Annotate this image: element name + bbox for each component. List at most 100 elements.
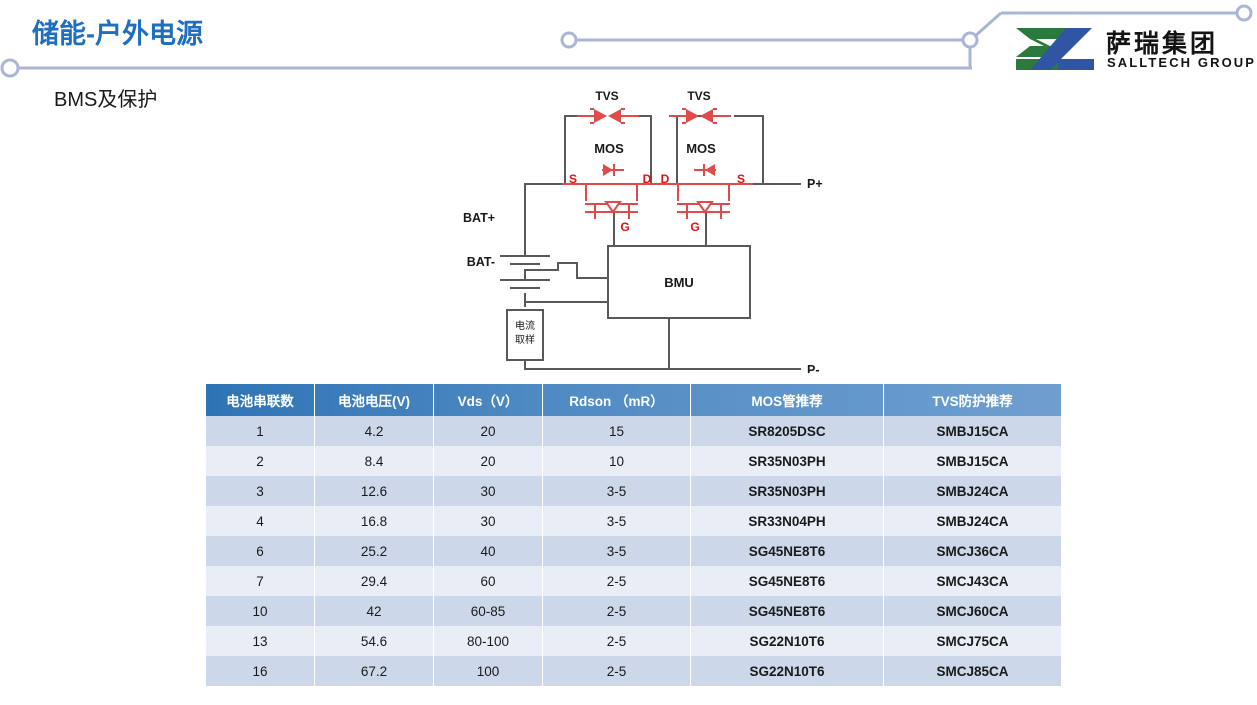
table-cell-3-4: SR33N04PH — [690, 506, 884, 536]
table-cell-1-0: 2 — [206, 446, 315, 476]
mos-left-channel — [585, 183, 638, 201]
table-cell-3-0: 4 — [206, 506, 315, 536]
label-mos-left-d: D — [643, 172, 652, 186]
deco-line-diag — [973, 11, 1002, 39]
table-cell-8-1: 67.2 — [314, 656, 434, 686]
logo-blue-slash — [1030, 28, 1092, 70]
col-header-vds: Vds（V） — [433, 384, 543, 416]
table-cell-4-1: 25.2 — [314, 536, 434, 566]
label-bat-minus: BAT- — [467, 255, 495, 269]
table-cell-0-2: 20 — [433, 416, 543, 446]
label-p-minus: P- — [807, 363, 820, 373]
table-cell-4-2: 40 — [433, 536, 543, 566]
table-cell-1-5: SMBJ15CA — [883, 446, 1061, 476]
label-mos-right: MOS — [686, 141, 716, 156]
table-cell-5-0: 7 — [206, 566, 315, 596]
table-cell-3-2: 30 — [433, 506, 543, 536]
table-cell-3-5: SMBJ24CA — [883, 506, 1061, 536]
table-cell-6-1: 42 — [314, 596, 434, 626]
mos-left-body-diode — [603, 164, 613, 176]
label-mos-right-d: D — [661, 172, 670, 186]
label-mos-left: MOS — [594, 141, 624, 156]
wire-batminus-tap — [524, 262, 609, 279]
label-bmu: BMU — [664, 275, 694, 290]
deco-node-right — [1235, 4, 1253, 22]
label-shunt-line2: 取样 — [515, 333, 535, 346]
table-cell-8-5: SMCJ85CA — [883, 656, 1061, 686]
table-cell-2-1: 12.6 — [314, 476, 434, 506]
label-tvs-left: TVS — [595, 89, 618, 103]
table-cell-3-1: 16.8 — [314, 506, 434, 536]
table-cell-0-0: 1 — [206, 416, 315, 446]
spec-table-container: 电池串联数 电池电压(V) Vds（V） Rdson （mR） MOS管推荐 T… — [206, 384, 1061, 686]
mos-right-channel — [677, 183, 730, 201]
label-mos-left-s: S — [569, 172, 577, 186]
table-cell-7-4: SG22N10T6 — [690, 626, 884, 656]
deco-node-junction — [961, 31, 979, 49]
table-cell-6-5: SMCJ60CA — [883, 596, 1061, 626]
table-cell-5-4: SG45NE8T6 — [690, 566, 884, 596]
logo-blue-foot — [1058, 59, 1094, 70]
wire-shunt-bottom — [524, 359, 776, 370]
label-bat-plus: BAT+ — [463, 211, 495, 225]
table-cell-6-4: SG45NE8T6 — [690, 596, 884, 626]
table-cell-7-1: 54.6 — [314, 626, 434, 656]
label-mos-right-s: S — [737, 172, 745, 186]
table-cell-3-3: 3-5 — [542, 506, 691, 536]
mos-left-arrow — [604, 201, 622, 214]
table-cell-8-2: 100 — [433, 656, 543, 686]
header-decoration — [0, 4, 1253, 78]
logo-mark-icon — [1016, 28, 1094, 70]
table-cell-5-3: 2-5 — [542, 566, 691, 596]
label-mos-right-g: G — [690, 220, 699, 234]
table-cell-6-2: 60-85 — [433, 596, 543, 626]
table-cell-1-3: 10 — [542, 446, 691, 476]
table-cell-6-3: 2-5 — [542, 596, 691, 626]
table-cell-6-0: 10 — [206, 596, 315, 626]
table-cell-7-0: 13 — [206, 626, 315, 656]
table-cell-2-2: 30 — [433, 476, 543, 506]
logo-name-cn: 萨瑞集团 — [1106, 30, 1219, 58]
logo-name-en: SALLTECH GROUP — [1107, 55, 1257, 70]
mos-right-body-diode — [705, 164, 715, 176]
table-cell-1-2: 20 — [433, 446, 543, 476]
col-header-series-count: 电池串联数 — [206, 384, 315, 416]
col-header-battery-voltage: 电池电压(V) — [314, 384, 434, 416]
bms-circuit-diagram: TVS TVS MOS MOS S D G D S G BAT+ BAT- P+… — [463, 89, 823, 373]
table-cell-8-3: 2-5 — [542, 656, 691, 686]
col-header-mos-recommend: MOS管推荐 — [690, 384, 884, 416]
label-mos-left-g: G — [620, 220, 629, 234]
table-cell-0-4: SR8205DSC — [690, 416, 884, 446]
col-header-tvs-recommend: TVS防护推荐 — [883, 384, 1061, 416]
table-cell-4-0: 6 — [206, 536, 315, 566]
table-cell-1-4: SR35N03PH — [690, 446, 884, 476]
page-title: 储能-户外电源 — [32, 19, 203, 49]
table-cell-5-1: 29.4 — [314, 566, 434, 596]
label-p-plus: P+ — [807, 177, 823, 191]
table-cell-2-0: 3 — [206, 476, 315, 506]
tvs-right-symbol — [669, 108, 731, 124]
table-cell-8-0: 16 — [206, 656, 315, 686]
table-cell-7-2: 80-100 — [433, 626, 543, 656]
table-cell-2-5: SMBJ24CA — [883, 476, 1061, 506]
deco-node-mid — [560, 31, 578, 49]
tvs-left-symbol — [577, 108, 639, 124]
label-tvs-right: TVS — [687, 89, 710, 103]
table-cell-7-3: 2-5 — [542, 626, 691, 656]
table-cell-0-5: SMBJ15CA — [883, 416, 1061, 446]
table-header-row: 电池串联数 电池电压(V) Vds（V） Rdson （mR） MOS管推荐 T… — [206, 384, 1061, 416]
label-shunt-line1: 电流 — [515, 319, 535, 332]
table-cell-4-5: SMCJ36CA — [883, 536, 1061, 566]
bmu-box — [607, 245, 751, 319]
